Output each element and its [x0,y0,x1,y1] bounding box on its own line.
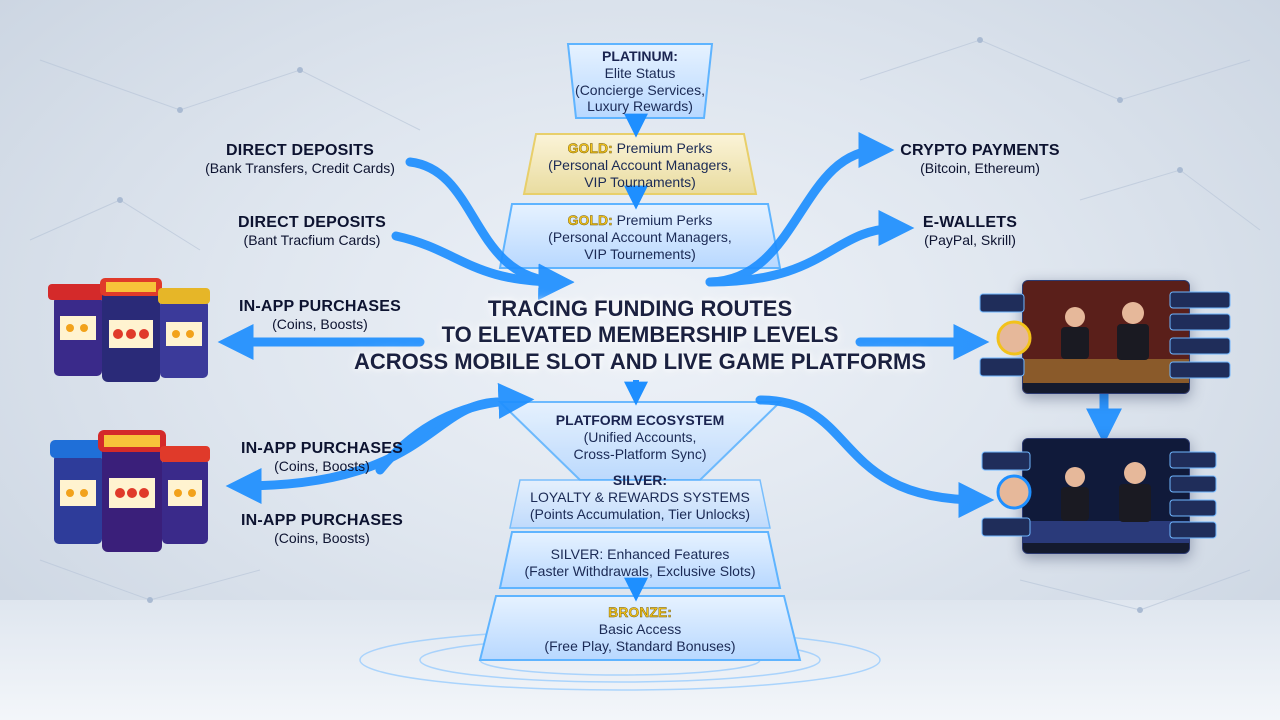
live-dealer-scene [1023,281,1189,393]
live-dealer-screen-icon [1022,280,1190,394]
tier-gold-1-line3: VIP Tournaments) [584,173,696,190]
tier-gold-1-rest: Premium Perks [612,140,713,156]
label-in-app-3: IN-APP PURCHASES (Coins, Boosts) [222,512,422,546]
label-in-app-2: IN-APP PURCHASES (Coins, Boosts) [222,440,422,474]
tier-silver-1-line3: (Points Accumulation, Tier Unlocks) [529,505,751,522]
arrow-ewallet [705,210,915,287]
tier-platinum-line1: Elite Status [604,64,676,81]
tier-bronze-line3: (Free Play, Standard Bonuses) [544,637,736,654]
tier-gold-2-line3: VIP Tournements) [584,245,696,262]
label-direct-deposits-2: DIRECT DEPOSITS (Bant Tracfium Cards) [212,214,412,248]
tier-ecosystem-line3: Cross-Platform Sync) [573,445,707,462]
label-ewallet-title: E-WALLETS [922,214,1018,231]
label-e-wallets: E-WALLETS (PayPal, Skrill) [900,214,1040,248]
bronze-panel [478,595,802,661]
tier-platinum-line2: (Concierge Services, [575,81,705,98]
title-line-2: TO ELEVATED MEMBERSHIP LEVELS [441,322,839,348]
platinum-panel [566,43,714,119]
label-ewallet-sub: (PayPal, Skrill) [924,232,1016,249]
silver-panel-bottom [498,531,782,589]
arrow-crypto [705,132,895,287]
label-in-app-1-title: IN-APP PURCHASES [238,298,402,315]
arrow-into-ecosystem-left [375,382,535,475]
label-direct-deposits-2-title: DIRECT DEPOSITS [238,214,386,231]
silver-panel-top [509,479,771,529]
label-crypto-title: CRYPTO PAYMENTS [900,142,1060,159]
label-direct-deposits-1-title: DIRECT DEPOSITS [226,142,374,159]
tier-bronze-line2: Basic Access [598,620,682,637]
label-direct-deposits-1: DIRECT DEPOSITS (Bank Transfers, Credit … [190,142,410,176]
tier-silver-1-head: SILVER: [612,472,668,488]
title-line-3: ACROSS MOBILE SLOT AND LIVE GAME PLATFOR… [354,348,926,374]
title-line-1: TRACING FUNDING ROUTES [487,296,793,321]
tier-platinum: PLATINUM: Elite Status (Concierge Servic… [572,48,708,115]
tier-silver-2-head: SILVER: Enhanced Features [550,546,730,562]
slot-machine-icon-2 [50,430,210,552]
tier-silver-1-line2: LOYALTY & REWARDS SYSTEMS [530,488,750,505]
tier-bronze: BRONZE: Basic Access (Free Play, Standar… [500,604,780,654]
gold-panel-top [522,133,758,195]
tier-silver-2: SILVER: Enhanced Features (Faster Withdr… [490,546,790,580]
label-crypto-sub: (Bitcoin, Ethereum) [920,160,1040,177]
tier-ecosystem-head: PLATFORM ECOSYSTEM [555,412,725,428]
label-in-app-2-sub: (Coins, Boosts) [274,458,370,475]
slot-machine-icon [48,278,210,382]
tier-ecosystem: PLATFORM ECOSYSTEM (Unified Accounts, Cr… [500,412,780,462]
label-in-app-1-sub: (Coins, Boosts) [272,316,368,333]
tier-silver-2-line2: (Faster Withdrawals, Exclusive Slots) [524,562,756,579]
label-in-app-3-sub: (Coins, Boosts) [274,530,370,547]
diagram-title: TRACING FUNDING ROUTES TO ELEVATED MEMBE… [330,296,950,375]
live-dealer-screen-icon-2 [1022,438,1190,554]
tier-bronze-head: BRONZE: [608,604,672,620]
tier-gold-1-head: GOLD: [567,140,613,156]
label-direct-deposits-1-sub: (Bank Transfers, Credit Cards) [205,160,395,177]
live-dealer-scene-2 [1023,439,1189,553]
arrow-deposit2 [391,231,575,300]
tier-gold-2: GOLD: Premium Perks (Personal Account Ma… [500,212,780,262]
arrow-live2 [755,395,995,518]
label-in-app-2-title: IN-APP PURCHASES [240,440,404,457]
tier-gold-1-line2: (Personal Account Managers, [548,156,732,173]
tier-gold-2-rest: Premium Perks [612,212,713,228]
tier-platinum-line3: Luxury Rewards) [587,98,693,115]
label-crypto-payments: CRYPTO PAYMENTS (Bitcoin, Ethereum) [880,142,1080,176]
tier-platinum-head: PLATINUM: [602,48,678,64]
tier-ecosystem-line2: (Unified Accounts, [583,428,697,445]
tier-gold-2-head: GOLD: [567,212,613,228]
tier-silver-1: SILVER: LOYALTY & REWARDS SYSTEMS (Point… [490,472,790,522]
label-in-app-3-title: IN-APP PURCHASES [240,512,404,529]
tier-gold-1: GOLD: Premium Perks (Personal Account Ma… [520,140,760,190]
tier-gold-2-line2: (Personal Account Managers, [548,228,732,245]
label-in-app-1: IN-APP PURCHASES (Coins, Boosts) [220,298,420,332]
label-direct-deposits-2-sub: (Bant Tracfium Cards) [243,232,381,249]
gold-panel-bottom [498,203,782,269]
